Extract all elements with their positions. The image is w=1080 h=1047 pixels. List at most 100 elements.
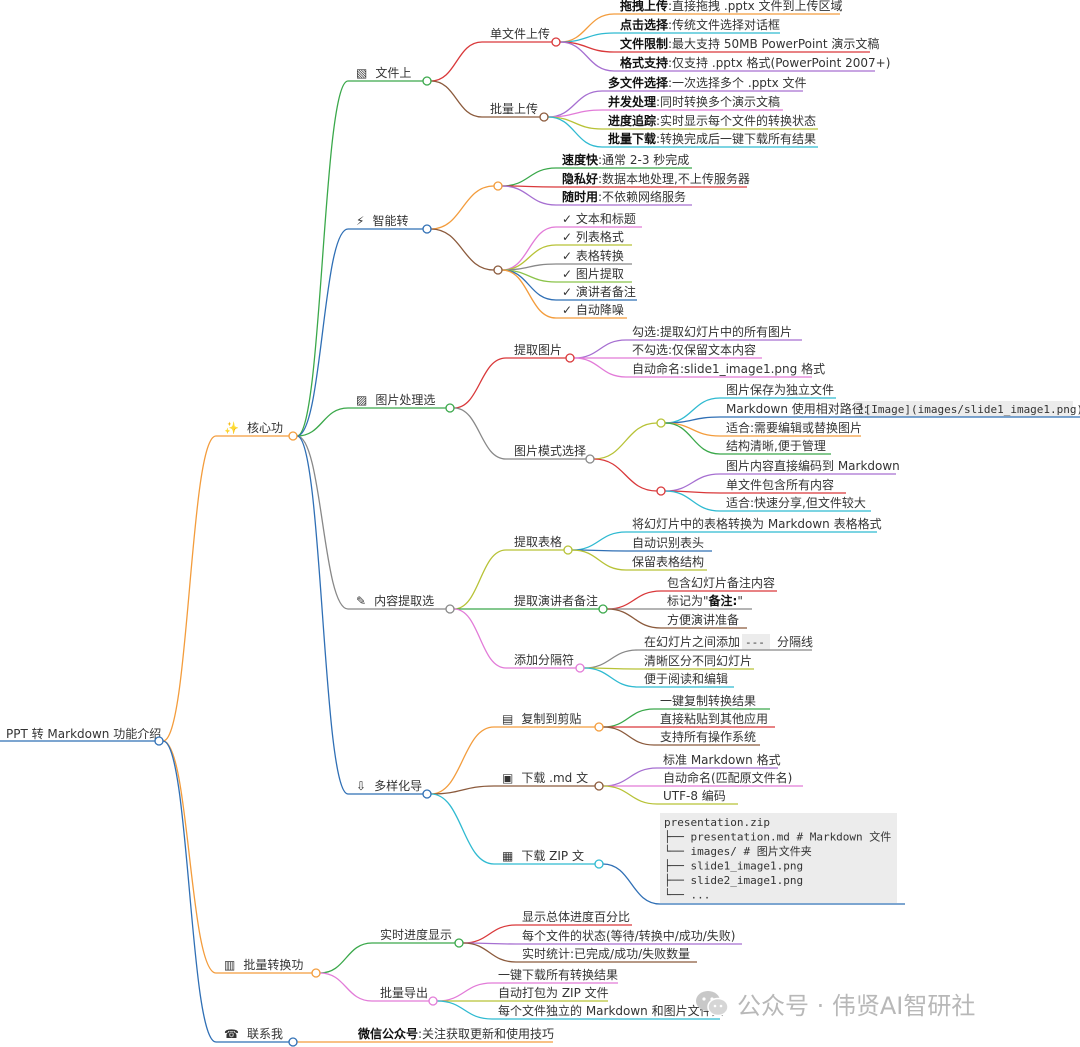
node-icon: ▤: [502, 712, 513, 726]
node-text: 多样化导: [374, 778, 422, 793]
zip-tree-block: [660, 813, 897, 903]
branch-link: [430, 228, 495, 271]
node-icon: ▦: [502, 849, 513, 863]
leaf-n1_2_2_f: ✓ 自动降噪: [562, 303, 624, 317]
branch-link: [430, 185, 495, 230]
branch-link: [664, 422, 721, 455]
label-segment: :直接拖拽 .pptx 文件到上传区域: [668, 0, 843, 13]
branch-link: [319, 942, 373, 974]
zip-tree-line: └── ...: [664, 888, 710, 902]
label-segment: :不依赖网络服务: [598, 189, 686, 204]
label-segment: 随时用: [562, 189, 598, 204]
branch-n1_2: ⚡智能转: [356, 213, 408, 228]
leaf-n1_1_1_d: 格式支持:仅支持 .pptx 格式(PowerPoint 2007+): [620, 55, 890, 70]
junction-dot: [445, 604, 455, 614]
junctions: [154, 37, 666, 1047]
leaf-n1_2_1_a: 速度快:通常 2-3 秒完成: [562, 152, 689, 167]
zip-tree-line: ├── slide2_image1.png: [664, 873, 803, 887]
node-icon: ▣: [502, 771, 513, 785]
leaf-n1_2_1_b: 隐私好:数据本地处理,不上传服务器: [562, 171, 750, 186]
branch-link: [430, 785, 495, 795]
branch-link: [501, 226, 557, 271]
junction-dot: [154, 736, 164, 746]
node-text: 文件上: [375, 65, 411, 80]
label-segment: 速度快: [562, 152, 599, 167]
branch-link: [593, 458, 658, 492]
branch-link: [319, 972, 373, 1002]
junction-dot: [422, 76, 432, 86]
junction-dot: [656, 418, 666, 428]
branch-link: [162, 740, 217, 974]
branch-link: [296, 435, 349, 795]
junction-dot: [594, 722, 604, 732]
branch-link: [573, 339, 627, 359]
junction-dot: [585, 454, 595, 464]
node-icon: ⚡: [356, 214, 364, 228]
branch-link: [501, 263, 557, 271]
wechat-icon: [696, 990, 729, 1016]
label-segment: :最大支持 50MB PowerPoint 演示文稿: [668, 36, 879, 51]
leaf-n1_3_2_1_a: 图片保存为独立文件: [726, 382, 834, 397]
junction-dot: [656, 486, 666, 496]
branch-link: [436, 1000, 493, 1020]
branch-n1_5_1: ▤复制到剪贴: [502, 711, 581, 726]
branch-link: [602, 767, 658, 787]
node-text: 下载 .md 文: [521, 770, 588, 785]
watermark-text: 公众号 · 伟贤AI智研社: [737, 992, 976, 1020]
leaf-n1_3_1_b: 不勾选:仅保留文本内容: [632, 342, 756, 357]
branch-link: [453, 407, 507, 460]
zip-tree-line: presentation.zip: [664, 816, 770, 829]
branch-n1_4_1: 提取表格: [514, 534, 562, 549]
branch-link: [602, 726, 655, 746]
branch-n1_3_2: 图片模式选择: [514, 444, 586, 458]
branch-n1_1: ▧文件上: [356, 65, 411, 80]
branch-n1_3_1: 提取图片: [514, 342, 562, 357]
inline-code: ---: [745, 636, 765, 649]
label-segment: :仅支持 .pptx 格式(PowerPoint 2007+): [668, 55, 890, 70]
label-segment: 进度追踪: [608, 113, 656, 128]
leaf-n1_4_3_b: 清晰区分不同幻灯片: [644, 654, 752, 668]
leaf-markdown-path: Markdown 使用相对路径:: [726, 401, 868, 416]
leaf-n2_2_a: 一键下载所有转换结果: [498, 967, 618, 982]
label-segment: :同时转换多个演示文稿: [656, 94, 780, 109]
leaf-n1_1_2_b: 并发处理:同时转换多个演示文稿: [608, 94, 780, 109]
branch-link: [602, 863, 661, 905]
junction-dot: [428, 996, 438, 1006]
leaf-n1_1_1_c: 文件限制:最大支持 50MB PowerPoint 演示文稿: [620, 36, 879, 51]
branch-link: [296, 435, 349, 610]
leaf-n2_2_c: 每个文件独立的 Markdown 和图片文件夹: [498, 1003, 724, 1018]
junction-dot: [422, 789, 432, 799]
label-segment: 拖拽上传: [620, 0, 668, 13]
branch-link: [573, 357, 627, 378]
branch-link: [606, 608, 662, 629]
inline-code: ![Image](images/slide1_image1.png): [858, 403, 1080, 416]
zip-tree-line: ├── presentation.md # Markdown 文件: [664, 830, 891, 844]
node-text: 联系我: [247, 1027, 283, 1041]
junction-dot: [598, 604, 608, 614]
label-segment: 在幻灯片之间添加: [644, 635, 740, 649]
leaf-n1_2_1_c: 随时用:不依赖网络服务: [562, 189, 686, 204]
leaf-n1_2_2_b: ✓ 列表格式: [562, 229, 624, 244]
branch-n1_1_1: 单文件上传: [490, 26, 550, 41]
junction-dot: [454, 938, 464, 948]
branch-n2_2: 批量导出: [380, 985, 428, 1000]
branch-link: [602, 785, 658, 805]
branch-link: [296, 80, 349, 437]
branch-link: [571, 531, 627, 551]
leaf-separator: 在幻灯片之间添加: [644, 635, 740, 649]
leaf-n1_2_2_a: ✓ 文本和标题: [562, 211, 636, 226]
leaf-n1_2_2_d: ✓ 图片提取: [562, 266, 624, 281]
label-segment: 隐私好: [562, 171, 598, 186]
leaf-n1_2_2_c: ✓ 表格转换: [562, 248, 624, 263]
branch-n1_3: ▨图片处理选: [356, 393, 435, 407]
node-icon: ⇩: [356, 779, 366, 793]
label-segment: 批量下载: [608, 131, 656, 146]
leaf-n2_1_b: 每个文件的状态(等待/转换中/成功/失败): [522, 928, 736, 943]
junction-dot: [575, 663, 585, 673]
leaf-n2_2_b: 自动打包为 ZIP 文件: [498, 985, 609, 1000]
branch-link: [162, 435, 217, 742]
branch-link: [501, 269, 557, 319]
junction-dot: [288, 1037, 298, 1047]
junction-dot: [422, 224, 432, 234]
leaf-n1_3_2_2_c: 适合:快速分享,但文件较大: [726, 495, 866, 510]
